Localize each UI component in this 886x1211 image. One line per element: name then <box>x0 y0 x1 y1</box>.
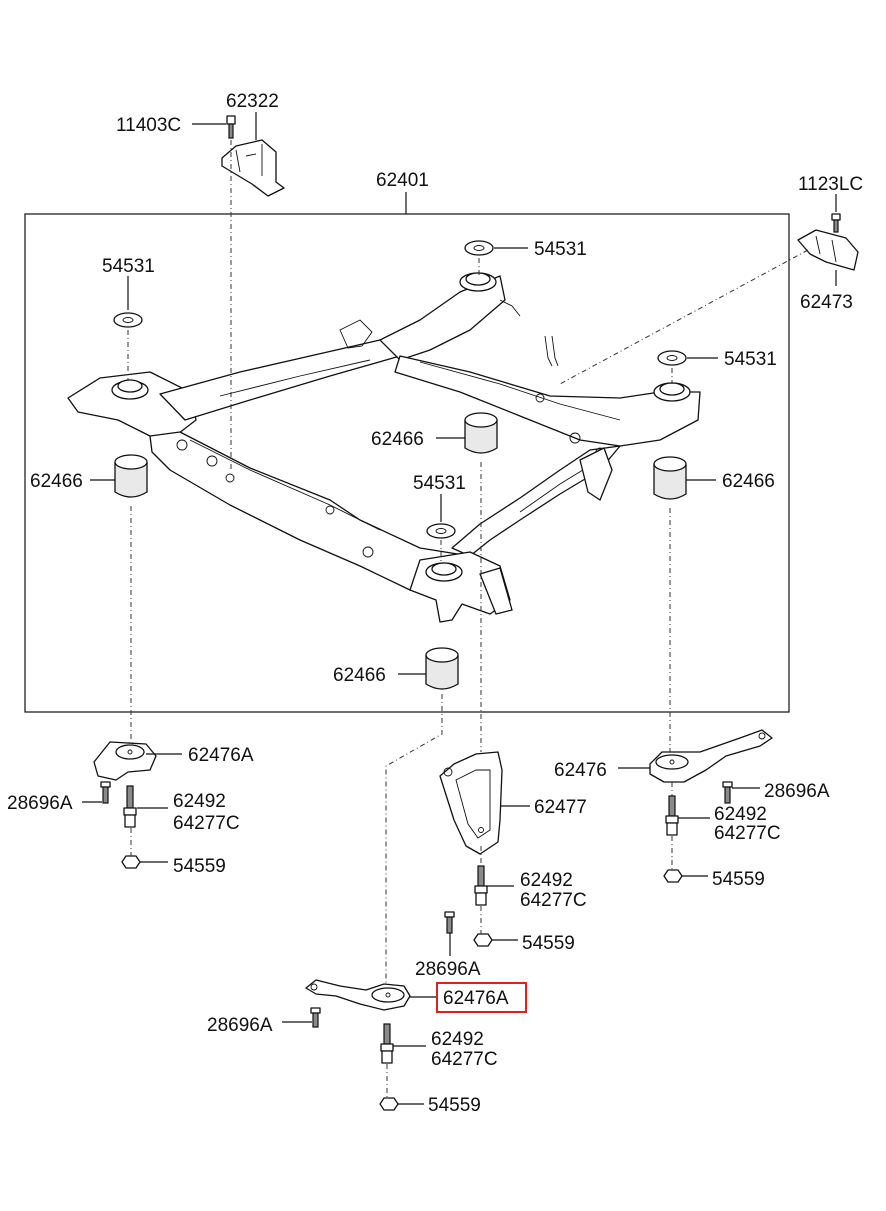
callout-54559-left[interactable]: 54559 <box>173 856 226 877</box>
callout-62492-center[interactable]: 62492 <box>520 870 573 891</box>
callout-64277C-center[interactable]: 64277C <box>520 890 587 911</box>
leader-lines <box>82 112 837 1105</box>
callout-28696A-right[interactable]: 28696A <box>764 781 830 802</box>
callout-28696A-center[interactable]: 28696A <box>415 959 481 980</box>
highlight-box-62476A <box>436 982 527 1013</box>
stopper-62476A-left[interactable] <box>93 741 157 781</box>
bracket-62473[interactable] <box>797 229 859 271</box>
nut-54559-center[interactable] <box>473 933 493 947</box>
bolt-62492-center[interactable] <box>474 865 488 906</box>
washer-54531-left[interactable] <box>113 312 143 328</box>
bolt-62492-right[interactable] <box>665 795 679 836</box>
callout-54559-center[interactable]: 54559 <box>522 933 575 954</box>
callout-54559-right[interactable]: 54559 <box>712 869 765 890</box>
bolt-28696A-bottom[interactable] <box>310 1007 321 1028</box>
washer-54531-top-center[interactable] <box>464 240 494 256</box>
callout-62492-bottom[interactable]: 62492 <box>431 1029 484 1050</box>
callout-54531-center[interactable]: 54531 <box>413 473 466 494</box>
washer-54531-right[interactable] <box>657 350 687 366</box>
bushing-62466-bottom[interactable] <box>425 647 459 690</box>
bolt-28696A-right[interactable] <box>722 781 733 804</box>
callout-54531-top-center[interactable]: 54531 <box>534 239 587 260</box>
callout-54531-right[interactable]: 54531 <box>724 349 777 370</box>
callout-62466-center[interactable]: 62466 <box>371 429 424 450</box>
callout-62477[interactable]: 62477 <box>534 797 587 818</box>
bolt-1123LC[interactable] <box>831 213 841 233</box>
callout-62476A-left[interactable]: 62476A <box>188 745 254 766</box>
alignment-lines <box>127 140 809 1098</box>
callout-1123LC[interactable]: 1123LC <box>798 174 863 195</box>
callout-54531-left[interactable]: 54531 <box>102 256 155 277</box>
bracket-62322[interactable] <box>221 139 285 197</box>
bracket-62477[interactable] <box>439 751 503 855</box>
callout-62492-left[interactable]: 62492 <box>173 791 226 812</box>
bushing-62466-center[interactable] <box>464 412 498 454</box>
callout-62476[interactable]: 62476 <box>554 760 607 781</box>
callout-54559-bottom[interactable]: 54559 <box>428 1095 481 1116</box>
callout-62473[interactable]: 62473 <box>800 292 853 313</box>
bolt-28696A-center[interactable] <box>444 911 455 934</box>
callout-62476A-bottom[interactable]: 62476A <box>443 988 509 1009</box>
bolt-62492-left[interactable] <box>123 785 137 828</box>
nut-54559-bottom[interactable] <box>379 1097 399 1111</box>
bushing-62466-right[interactable] <box>653 456 687 500</box>
callout-64277C-bottom[interactable]: 64277C <box>431 1049 498 1070</box>
callout-64277C-right[interactable]: 64277C <box>714 823 781 844</box>
stopper-62476-right[interactable] <box>649 729 773 783</box>
callout-64277C-left[interactable]: 64277C <box>173 813 240 834</box>
callout-62401[interactable]: 62401 <box>376 170 429 191</box>
callout-62466-right[interactable]: 62466 <box>722 471 775 492</box>
bolt-28696A-left[interactable] <box>100 781 111 804</box>
crossmember-subframe[interactable] <box>67 272 701 623</box>
callout-labels: 62322 11403C 62401 1123LC 62473 54531 54… <box>7 91 863 1116</box>
assembly-boundary-box <box>24 213 790 713</box>
stopper-62476A-bottom[interactable] <box>305 979 411 1011</box>
callout-11403C[interactable]: 11403C <box>116 115 181 136</box>
bolt-62492-bottom[interactable] <box>380 1023 394 1064</box>
callout-62466-left[interactable]: 62466 <box>30 471 83 492</box>
bushing-62466-left[interactable] <box>114 454 148 498</box>
nut-54559-left[interactable] <box>121 855 141 869</box>
callout-62322[interactable]: 62322 <box>226 91 279 112</box>
washer-54531-center[interactable] <box>426 523 456 539</box>
nut-54559-right[interactable] <box>663 869 683 883</box>
callout-28696A-bottom[interactable]: 28696A <box>207 1015 273 1036</box>
bolt-11403C[interactable] <box>226 115 236 139</box>
callout-62492-right[interactable]: 62492 <box>714 804 767 825</box>
callout-62466-bottom[interactable]: 62466 <box>333 665 386 686</box>
callout-28696A-left[interactable]: 28696A <box>7 793 73 814</box>
